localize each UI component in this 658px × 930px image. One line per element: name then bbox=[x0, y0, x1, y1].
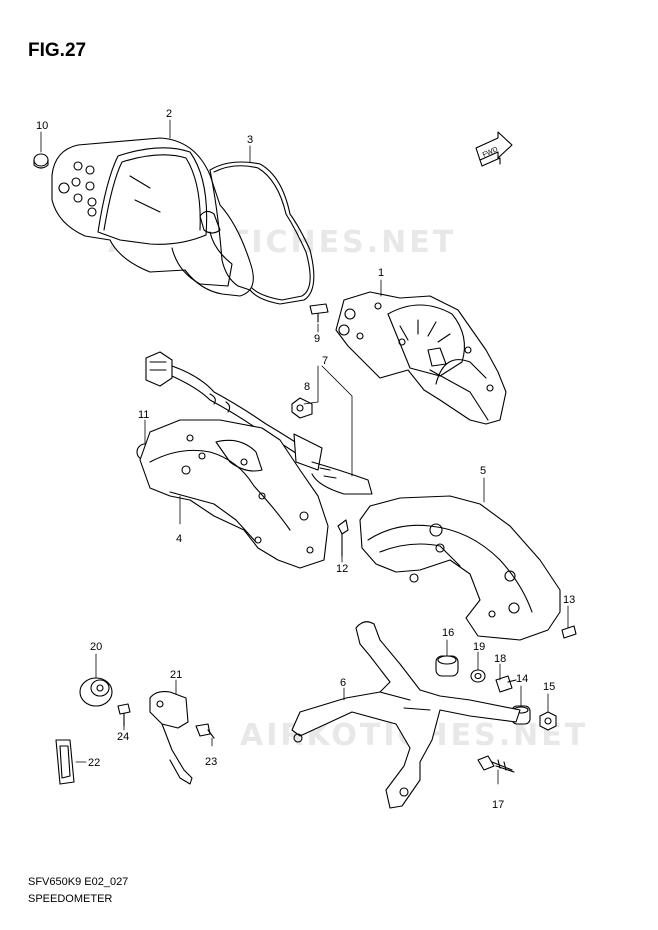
callout-4: 4 bbox=[176, 533, 182, 545]
figure-title: FIG.27 bbox=[28, 40, 87, 61]
callout-3: 3 bbox=[247, 134, 253, 146]
part-4-meter-case bbox=[139, 419, 329, 569]
callout-11: 11 bbox=[138, 409, 149, 421]
callout-22: 22 bbox=[88, 757, 100, 769]
callout-9: 9 bbox=[314, 333, 320, 345]
part-7-wiring-harness bbox=[145, 351, 373, 495]
part-13-screw bbox=[561, 625, 577, 639]
callout-16: 16 bbox=[442, 627, 454, 639]
part-12-screw bbox=[337, 519, 349, 557]
leader-lines bbox=[40, 119, 569, 785]
part-1-meter-assembly bbox=[335, 291, 507, 425]
fwd-arrow-icon: FWD bbox=[475, 131, 513, 167]
part-2-front-cover bbox=[51, 137, 254, 297]
callout-15: 15 bbox=[543, 681, 555, 693]
part-22-clip bbox=[55, 739, 75, 785]
callout-20: 20 bbox=[90, 641, 102, 653]
part-3-lens-gasket bbox=[209, 161, 315, 305]
part-16-cushion bbox=[435, 655, 459, 677]
part-20-socket bbox=[79, 677, 113, 707]
part-15-nut bbox=[539, 711, 557, 731]
callout-21: 21 bbox=[170, 669, 182, 681]
part-18-bolt bbox=[495, 675, 517, 693]
callout-8: 8 bbox=[304, 381, 310, 393]
part-24-screw bbox=[117, 703, 131, 727]
callout-13: 13 bbox=[563, 594, 575, 606]
callout-17: 17 bbox=[492, 799, 504, 811]
callout-1: 1 bbox=[378, 267, 384, 279]
part-10-cap bbox=[33, 153, 49, 169]
part-6-bracket bbox=[291, 621, 521, 809]
part-9-screw bbox=[309, 303, 329, 323]
callout-7: 7 bbox=[322, 355, 328, 367]
callout-6: 6 bbox=[340, 677, 346, 689]
callout-19: 19 bbox=[473, 641, 485, 653]
part-17-bolt bbox=[477, 755, 515, 773]
part-21-switch bbox=[149, 691, 193, 785]
part-5-meter-cover bbox=[359, 495, 561, 641]
callout-2: 2 bbox=[166, 108, 172, 120]
callout-5: 5 bbox=[480, 465, 486, 477]
figure-code: SFV650K9 E02_027 bbox=[28, 876, 129, 888]
callout-18: 18 bbox=[494, 653, 506, 665]
figure-name: SPEEDOMETER bbox=[28, 893, 113, 905]
callout-14: 14 bbox=[516, 673, 528, 685]
part-23-screw bbox=[195, 723, 215, 739]
part-19-washer bbox=[470, 669, 486, 683]
callout-24: 24 bbox=[117, 731, 129, 743]
part-8-clip bbox=[291, 397, 313, 419]
callout-10: 10 bbox=[36, 120, 48, 132]
callout-12: 12 bbox=[336, 563, 348, 575]
callout-23: 23 bbox=[205, 756, 217, 768]
